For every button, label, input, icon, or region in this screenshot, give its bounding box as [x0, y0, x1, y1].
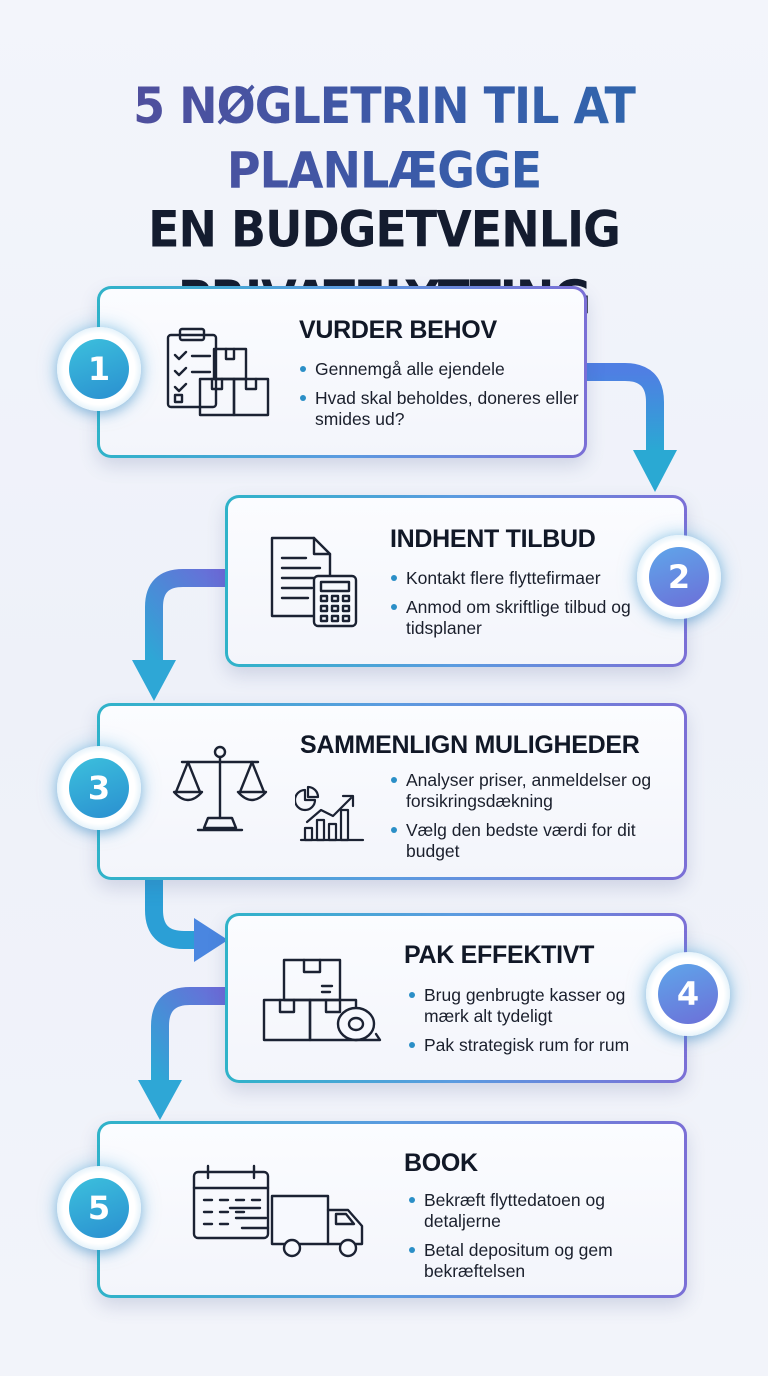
step-1-bullets: Gennemgå alle ejendele Hvad skal beholde… [299, 359, 579, 438]
step-3-number: 3 [69, 758, 129, 818]
step-5-badge: 5 [57, 1166, 141, 1250]
step-5-bullets: Bekræft flyttedatoen og detaljerne Betal… [408, 1190, 668, 1290]
title-line-1: 5 NØGLETRIN TIL AT PLANLÆGGE [0, 73, 768, 203]
step-4-badge: 4 [646, 952, 730, 1036]
step-2-bullets: Kontakt flere flyttefirmaer Anmod om skr… [390, 568, 640, 647]
list-item: Vælg den bedste værdi for dit budget [390, 820, 660, 862]
step-5-title: BOOK [404, 1149, 478, 1177]
arrow-1-to-2 [584, 363, 677, 492]
arrow-3-to-4 [145, 878, 228, 962]
list-item: Hvad skal beholdes, doneres eller smides… [299, 388, 579, 430]
list-item: Bekræft flyttedatoen og detaljerne [408, 1190, 668, 1232]
step-1-number: 1 [69, 339, 129, 399]
list-item: Anmod om skriftlige tilbud og tidsplaner [390, 597, 640, 639]
step-5-number: 5 [69, 1178, 129, 1238]
step-2-title: INDHENT TILBUD [390, 525, 596, 553]
list-item: Brug genbrugte kasser og mærk alt tydeli… [408, 985, 656, 1027]
scale-icon [172, 745, 268, 832]
step-1-badge: 1 [57, 327, 141, 411]
step-2-number: 2 [649, 547, 709, 607]
growth-chart-icon [295, 785, 365, 842]
arrow-4-to-5 [138, 987, 228, 1120]
step-3-bullets: Analyser priser, anmeldelser og forsikri… [390, 770, 660, 870]
list-item: Analyser priser, anmeldelser og forsikri… [390, 770, 660, 812]
step-1-title: VURDER BEHOV [299, 316, 497, 344]
step-4-number: 4 [658, 964, 718, 1024]
list-item: Betal depositum og gem bekræftelsen [408, 1240, 668, 1282]
document-calculator-icon [270, 536, 358, 628]
step-2-card: INDHENT TILBUD Kontakt flere flyttefirma… [225, 495, 687, 667]
boxes-tape-icon [262, 958, 382, 1042]
step-4-card: PAK EFFEKTIVT Brug genbrugte kasser og m… [225, 913, 687, 1083]
step-3-title: SAMMENLIGN MULIGHEDER [300, 731, 640, 759]
list-item: Pak strategisk rum for rum [408, 1035, 656, 1056]
step-4-bullets: Brug genbrugte kasser og mærk alt tydeli… [408, 985, 656, 1064]
clipboard-boxes-icon [166, 327, 270, 417]
calendar-truck-icon [192, 1164, 364, 1258]
step-5-card: BOOK Bekræft flyttedatoen og detaljerne … [97, 1121, 687, 1298]
list-item: Gennemgå alle ejendele [299, 359, 579, 380]
step-4-title: PAK EFFEKTIVT [404, 941, 595, 969]
list-item: Kontakt flere flyttefirmaer [390, 568, 640, 589]
step-3-card: SAMMENLIGN MULIGHEDER Analyser priser, a… [97, 703, 687, 880]
arrow-2-to-3 [132, 569, 228, 701]
step-3-badge: 3 [57, 746, 141, 830]
step-2-badge: 2 [637, 535, 721, 619]
step-1-card: VURDER BEHOV Gennemgå alle ejendele Hvad… [97, 286, 587, 458]
